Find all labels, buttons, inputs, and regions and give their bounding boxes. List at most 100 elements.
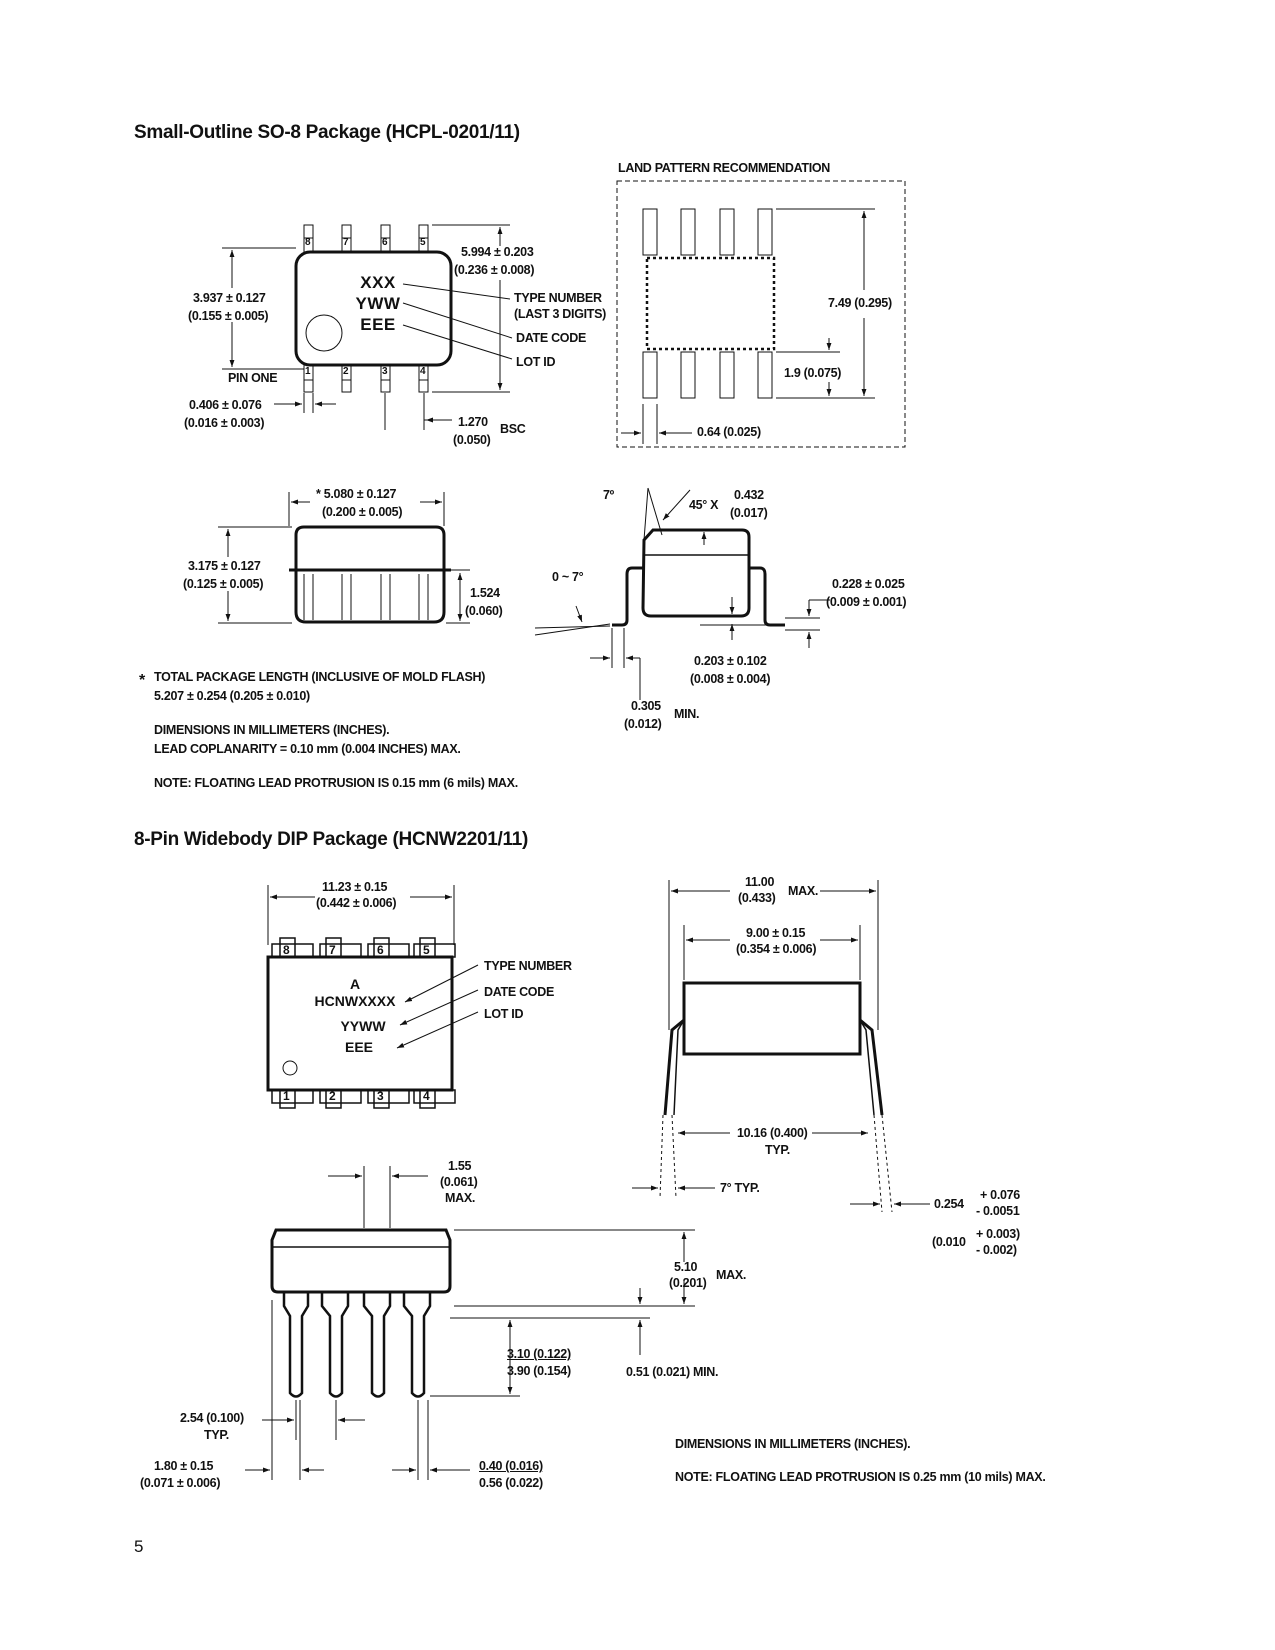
- land-span-label: 7.49 (0.295): [828, 296, 892, 310]
- dip-callout-type-number: TYPE NUMBER: [484, 959, 572, 973]
- so8-angle-7: 7º: [603, 488, 614, 502]
- so8-callout-last-digits: (LAST 3 DIGITS): [514, 307, 607, 321]
- so8-height-in: (0.155 ± 0.005): [188, 309, 269, 323]
- so8-callout-lot-id: LOT ID: [516, 355, 556, 369]
- so8-foot-in: (0.012): [624, 717, 662, 731]
- so8-note-total-length-value: 5.207 ± 0.254 (0.205 ± 0.010): [154, 689, 310, 703]
- dip-pin-4: 4: [423, 1089, 430, 1103]
- dip-width-in: (0.442 ± 0.006): [316, 896, 397, 910]
- so8-standoff-mm: 0.203 ± 0.102: [694, 654, 767, 668]
- so8-body-width-in: (0.236 ± 0.008): [454, 263, 535, 277]
- dip-section-title: 8-Pin Widebody DIP Package (HCNW2201/11): [134, 829, 528, 850]
- so8-section-title: Small-Outline SO-8 Package (HCPL-0201/11…: [134, 122, 520, 143]
- so8-foot-mm: 0.305: [631, 699, 661, 713]
- so8-standoff-in: (0.008 ± 0.004): [690, 672, 771, 686]
- land-pattern-title: LAND PATTERN RECOMMENDATION: [618, 161, 831, 175]
- dip-pin-1: 1: [283, 1089, 290, 1103]
- dip-pitch-mm: 2.54 (0.100): [180, 1411, 244, 1425]
- dip-lead-width-max: 0.56 (0.022): [479, 1476, 543, 1490]
- dip-side-view: [245, 1166, 695, 1480]
- dip-shoulder-mm: 1.55: [448, 1159, 472, 1173]
- dip-overall-max: MAX.: [788, 884, 819, 898]
- so8-end-view: [218, 492, 470, 624]
- so8-foot-min: MIN.: [674, 707, 700, 721]
- dip-body-mm: 9.00 ± 0.15: [746, 926, 806, 940]
- so8-pin-5: 5: [420, 237, 426, 248]
- page-number: 5: [134, 1537, 144, 1556]
- dip-lead-thick-mm: 0.254: [934, 1197, 964, 1211]
- so8-pin-1: 1: [305, 366, 311, 377]
- land-width-label: 0.64 (0.025): [697, 425, 761, 439]
- so8-pin-one-label: PIN ONE: [228, 371, 278, 385]
- so8-chamfer: 45° X: [689, 498, 719, 512]
- so8-callout-date-code: DATE CODE: [516, 331, 586, 345]
- dip-lead-tol-minus-mm: - 0.0051: [976, 1204, 1020, 1218]
- so8-pitch-mm: 1.270: [458, 415, 488, 429]
- dip-lead-length-min: 3.10 (0.122): [507, 1347, 571, 1361]
- so8-top-view: [222, 224, 513, 430]
- so8-seat-mm: 1.524: [470, 586, 500, 600]
- dip-overall-mm: 11.00: [745, 875, 775, 889]
- dip-height-max: MAX.: [716, 1268, 747, 1282]
- so8-chamfer-mm: 0.432: [734, 488, 764, 502]
- so8-note-dimensions: DIMENSIONS IN MILLIMETERS (INCHES).: [154, 723, 390, 737]
- so8-seat-in: (0.060): [465, 604, 503, 618]
- dip-lead-length-max: 3.90 (0.154): [507, 1364, 571, 1378]
- so8-length-mm: * 5.080 ± 0.127: [316, 487, 397, 501]
- dip-endlead-in: (0.071 ± 0.006): [140, 1476, 221, 1490]
- so8-pitch-bsc: BSC: [500, 422, 526, 436]
- dip-end-view: [632, 880, 930, 1213]
- so8-length-in: (0.200 ± 0.005): [322, 505, 403, 519]
- dip-lead-tol-minus-in: - 0.002): [976, 1243, 1017, 1257]
- dip-pin-8: 8: [283, 943, 290, 957]
- so8-side-view: [534, 487, 830, 700]
- so8-thick-in: (0.009 ± 0.001): [826, 595, 907, 609]
- dip-callout-lot-id: LOT ID: [484, 1007, 524, 1021]
- dip-lead-tol-plus-in: + 0.003): [976, 1227, 1020, 1241]
- so8-pin-2: 2: [343, 366, 349, 377]
- dip-shoulder-in: (0.061): [440, 1175, 478, 1189]
- dip-callout-date-code: DATE CODE: [484, 985, 554, 999]
- so8-note-total-length: TOTAL PACKAGE LENGTH (INCLUSIVE OF MOLD …: [154, 670, 486, 684]
- so8-callout-type-number: TYPE NUMBER: [514, 291, 602, 305]
- dip-endlead-mm: 1.80 ± 0.15: [154, 1459, 214, 1473]
- so8-side-height-in: (0.125 ± 0.005): [183, 577, 264, 591]
- dip-width-mm: 11.23 ± 0.15: [322, 880, 388, 894]
- so8-thick-mm: 0.228 ± 0.025: [832, 577, 905, 591]
- so8-marking-line1: XXX: [360, 273, 396, 292]
- dip-body-in: (0.354 ± 0.006): [736, 942, 817, 956]
- so8-note-protrusion: NOTE: FLOATING LEAD PROTRUSION IS 0.15 m…: [154, 776, 518, 790]
- dip-pin-5: 5: [423, 943, 430, 957]
- so8-side-height-mm: 3.175 ± 0.127: [188, 559, 261, 573]
- so8-lead-width-in: (0.016 ± 0.003): [184, 416, 265, 430]
- so8-pin-6: 6: [382, 237, 388, 248]
- so8-angle-range: 0 ~ 7°: [552, 570, 584, 584]
- dip-lead-tol-plus-mm: + 0.076: [980, 1188, 1020, 1202]
- dip-lead-thick-in: (0.010: [932, 1235, 966, 1249]
- dip-height-mm: 5.10: [674, 1260, 698, 1274]
- dip-pitch-typ: TYP.: [204, 1428, 229, 1442]
- dip-note-dimensions: DIMENSIONS IN MILLIMETERS (INCHES).: [675, 1437, 911, 1451]
- dip-pin-3: 3: [377, 1089, 384, 1103]
- land-length-label: 1.9 (0.075): [784, 366, 842, 380]
- dip-pin-7: 7: [329, 943, 336, 957]
- dip-row-typ: TYP.: [765, 1143, 790, 1157]
- so8-body-width-mm: 5.994 ± 0.203: [461, 245, 534, 259]
- so8-note-coplanarity: LEAD COPLANARITY = 0.10 mm (0.004 INCHES…: [154, 742, 461, 756]
- so8-marking-line3: EEE: [360, 315, 396, 334]
- dip-note-protrusion: NOTE: FLOATING LEAD PROTRUSION IS 0.25 m…: [675, 1470, 1046, 1484]
- dip-lead-width-min: 0.40 (0.016): [479, 1459, 543, 1473]
- dip-marking-line2: HCNWXXXX: [314, 993, 396, 1009]
- so8-marking-line2: YWW: [355, 294, 401, 313]
- dip-marking-line3: YYWW: [340, 1018, 386, 1034]
- so8-pin-8: 8: [305, 237, 311, 248]
- dip-height-in: (0.201): [669, 1276, 707, 1290]
- dip-shoulder-max: MAX.: [445, 1191, 476, 1205]
- so8-chamfer-in: (0.017): [730, 506, 768, 520]
- dip-pin-2: 2: [329, 1089, 336, 1103]
- dip-pin-6: 6: [377, 943, 384, 957]
- so8-lead-width-mm: 0.406 ± 0.076: [189, 398, 262, 412]
- so8-pin-4: 4: [420, 366, 426, 377]
- dip-marking-line1: A: [349, 976, 361, 992]
